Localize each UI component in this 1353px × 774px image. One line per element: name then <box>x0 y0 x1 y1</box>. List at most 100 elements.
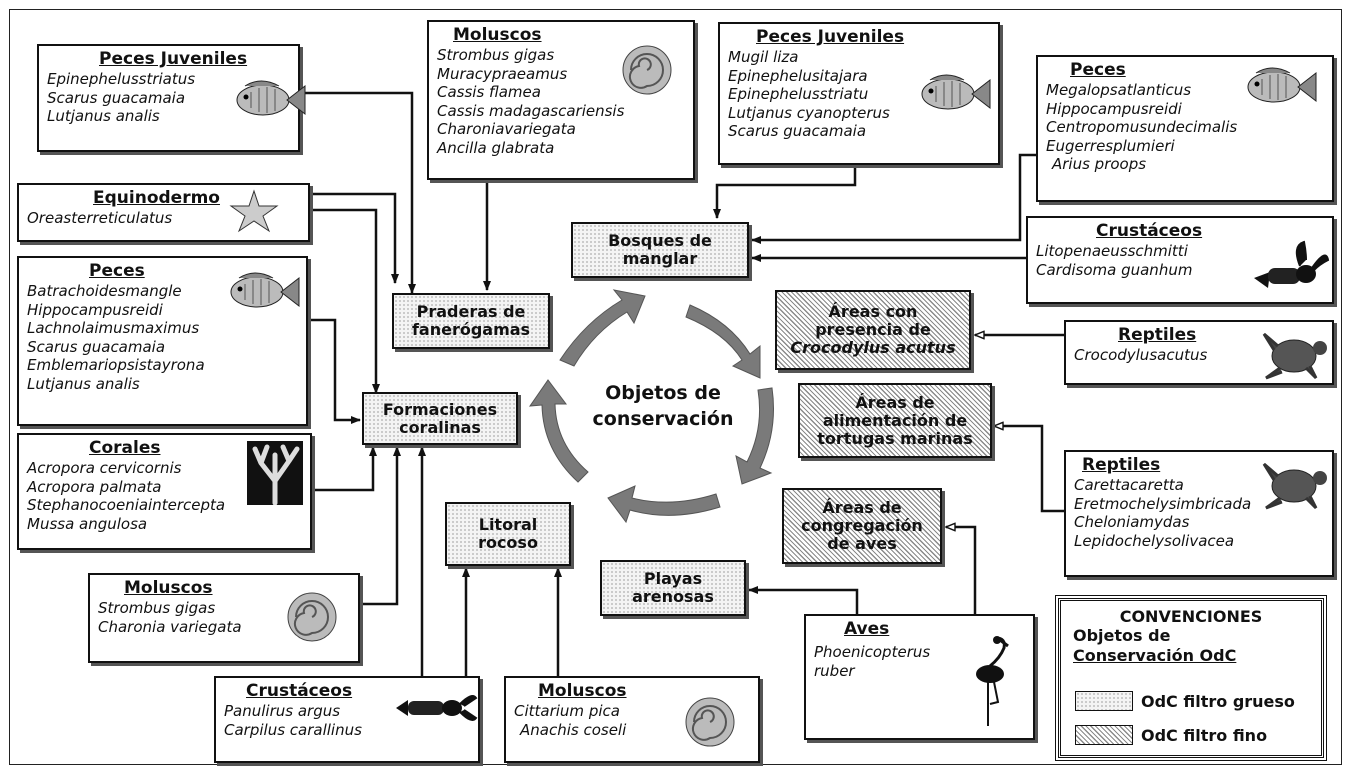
group-title: Aves <box>844 619 890 639</box>
fish-icon <box>230 272 300 308</box>
group-peces-juveniles-1: Peces Juveniles Epinephelusstriatus Scar… <box>37 44 306 152</box>
species: Eretmochelysimbricada <box>1074 494 1252 513</box>
legend-item-label: OdC filtro grueso <box>1141 691 1295 711</box>
group-title: Moluscos <box>538 681 627 701</box>
species: Stephanocoeniaintercepta <box>27 496 226 514</box>
odc-praderas-fanerogamas: Praderas de fanerógamas <box>392 293 550 349</box>
species: Epinephelusstriatu <box>728 85 869 103</box>
species: Crocodylusacutus <box>1074 346 1208 364</box>
cycle-arrow-4 <box>607 485 721 524</box>
species: Mussa angulosa <box>27 514 148 533</box>
species: Charoniavariegata <box>437 120 576 138</box>
odc-label: manglar <box>622 249 698 268</box>
shell-icon <box>685 697 735 747</box>
group-title: Peces <box>1070 60 1126 80</box>
lobster-icon <box>396 695 478 721</box>
group-aves: Aves Phoenicopterus ruber <box>804 614 1035 740</box>
odc-label: alimentación de <box>822 410 968 430</box>
arrow-equinodermo-praderas <box>310 192 399 284</box>
species: Phoenicopterus <box>814 643 931 661</box>
species: Carettacaretta <box>1074 476 1184 494</box>
frame <box>9 9 1342 765</box>
legend: CONVENCIONES Objetos de Conservación OdC… <box>1055 595 1327 761</box>
species: Lutjanus analis <box>27 374 140 393</box>
species: Epinephelusitajara <box>728 66 868 85</box>
center-line-1: Objetos de <box>605 382 721 404</box>
odc-litoral-rocoso: Litoral rocoso <box>445 502 571 566</box>
cycle-arrow-5 <box>528 379 589 483</box>
species: Batrachoidesmangle <box>27 282 182 300</box>
cycle-arrow-2 <box>685 304 761 379</box>
cycle-arrow-3 <box>735 387 774 485</box>
group-title: Peces Juveniles <box>756 27 905 47</box>
species: Cassis madagascariensis <box>437 101 625 120</box>
odc-label: Formaciones <box>382 399 498 419</box>
odc-label: Bosques de <box>608 231 712 250</box>
odc-label: Áreas de <box>822 498 902 517</box>
group-reptiles-2: Reptiles Carettacaretta Eretmochelysimbr… <box>1064 450 1334 577</box>
odc-label: Áreas de <box>855 392 935 412</box>
group-peces-left: Peces Batrachoidesmangle Hippocampusreid… <box>17 256 308 426</box>
odc-label: rocoso <box>478 533 538 552</box>
odc-label: Litoral <box>478 515 538 534</box>
species: Hippocampusreidi <box>1046 99 1182 118</box>
species: Emblemariopsistayrona <box>27 356 205 374</box>
species: Litopenaeusschmitti <box>1036 242 1188 260</box>
group-title: Moluscos <box>453 25 542 45</box>
species: Hippocampusreidi <box>27 300 163 319</box>
odc-label: congregación <box>801 516 923 535</box>
flamingo-icon <box>976 636 1009 726</box>
fish-icon <box>1247 67 1317 103</box>
arrow-moluscos-formaciones <box>360 446 401 606</box>
arrow-aves-congregacion <box>946 527 977 614</box>
group-title: Crustáceos <box>1096 221 1203 241</box>
species: Centropomusundecimalis <box>1046 118 1238 136</box>
arrow-aves-playas <box>748 586 859 614</box>
group-equinodermo: Equinodermo Oreasterreticulatus <box>17 183 310 242</box>
shell-icon <box>287 592 337 642</box>
group-reptiles-1: Reptiles Crocodylusacutus <box>1064 320 1334 385</box>
odc-label: tortugas marinas <box>817 428 973 448</box>
odc-formaciones-coralinas: Formaciones coralinas <box>362 392 518 445</box>
species: Cassis flamea <box>437 83 541 101</box>
legend-subtitle-1: Objetos de <box>1073 626 1171 645</box>
odc-label: Crocodylus acutus <box>790 338 956 357</box>
cycle-arrow-1 <box>559 289 646 367</box>
group-title: Crustáceos <box>246 681 353 701</box>
lobster-icon <box>1254 240 1330 288</box>
species: Cheloniamydas <box>1074 513 1190 531</box>
odc-bosques-manglar: Bosques de manglar <box>571 222 749 278</box>
arrow-peces-bosques <box>751 153 1036 244</box>
species: Panulirus argus <box>224 702 341 720</box>
species: Strombus gigas <box>437 46 555 64</box>
center-label: Objetos de conservación <box>584 380 742 432</box>
turtle-icon <box>1262 332 1327 380</box>
species: Mugil liza <box>728 48 799 66</box>
species: Carpilus carallinus <box>224 720 362 739</box>
group-peces-right: Peces Megalopsatlanticus Hippocampusreid… <box>1036 55 1334 202</box>
species: Charonia variegata <box>98 617 242 636</box>
fish-icon <box>236 80 306 116</box>
odc-label: Playas <box>643 569 703 588</box>
group-title: Corales <box>89 438 161 458</box>
group-title: Peces <box>89 261 145 281</box>
group-title: Reptiles <box>1118 325 1197 345</box>
group-title: Peces Juveniles <box>99 49 248 69</box>
legend-title: CONVENCIONES <box>1119 607 1263 626</box>
group-title: Equinodermo <box>93 188 220 208</box>
odc-crocodylus: Áreas con presencia de Crocodylus acutus <box>775 290 971 370</box>
arrow-peces-formaciones <box>308 318 361 424</box>
arrow-pecesjuv2-bosques <box>713 165 857 219</box>
species: Scarus guacamaia <box>27 337 166 356</box>
species: Anachis coseli <box>520 720 627 739</box>
species: Lepidochelysolivacea <box>1074 531 1235 550</box>
species: Lutjanus analis <box>47 107 160 125</box>
group-crustaceos-bottom: Crustáceos Panulirus argus Carpilus cara… <box>214 676 480 763</box>
arrow-equinodermo-formaciones <box>310 208 380 394</box>
starfish-icon <box>229 189 279 233</box>
group-title: Moluscos <box>124 578 213 598</box>
species: Acropora cervicornis <box>27 459 182 477</box>
odc-label: Praderas de <box>416 302 526 321</box>
